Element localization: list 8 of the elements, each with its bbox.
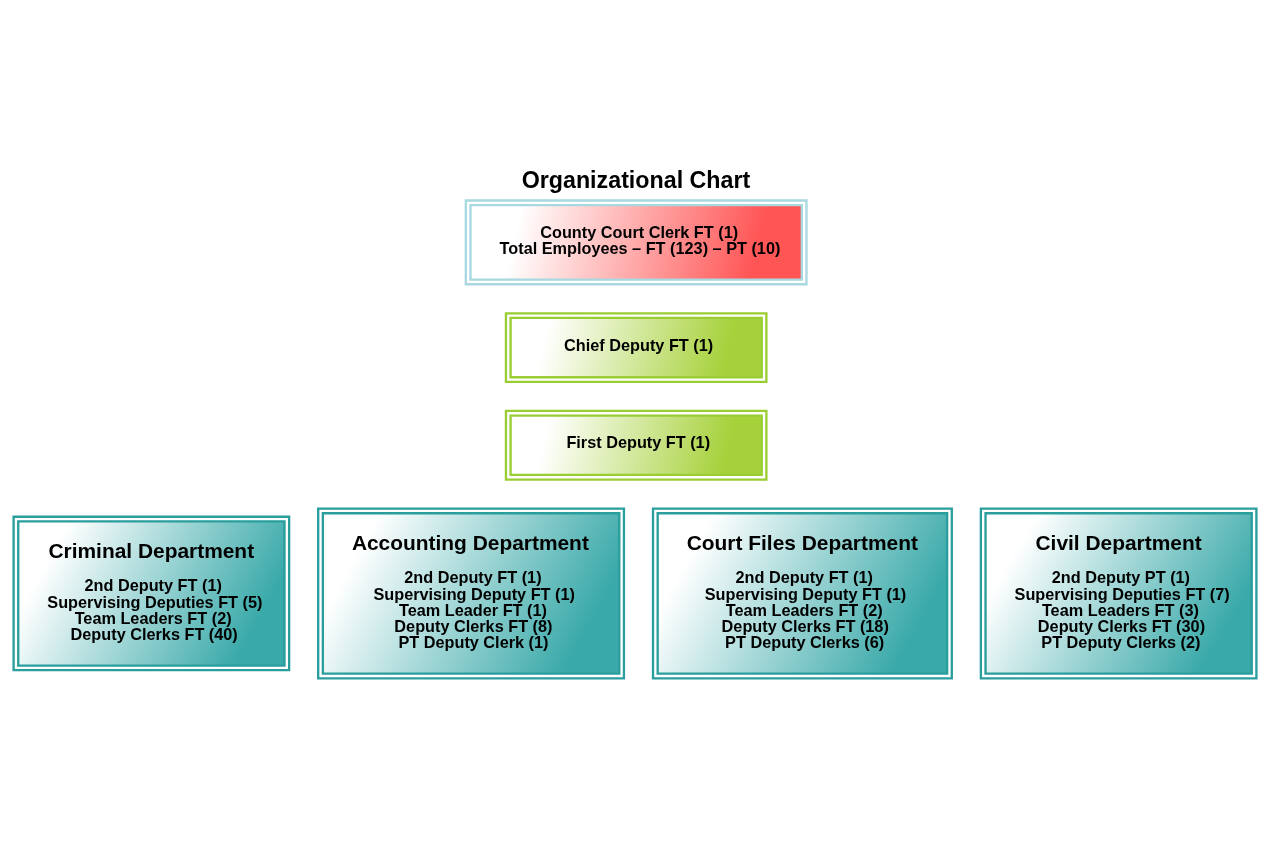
diagram-title: Organizational Chart bbox=[521, 166, 751, 193]
node-box: Chief Deputy FT (1) bbox=[504, 312, 768, 384]
node-box: First Deputy FT (1) bbox=[504, 409, 768, 481]
node-box: Civil Department 2nd Deputy PT (1) Supervising Deputies FT (7) Team Leaders FT (3) Deputy Clerks FT (30) PT Deputy Clerks (2) bbox=[979, 507, 1258, 680]
node-box: County Court Clerk FT (1) Total Employees – FT (123) – PT (10) bbox=[464, 199, 808, 286]
node-box: Accounting Department 2nd Deputy FT (1) Supervising Deputy FT (1) Team Leader FT (1) Deputy Clerks FT (8) PT Deputy Clerk (1) bbox=[317, 507, 626, 680]
node-box: Criminal Department 2nd Deputy FT (1) Supervising Deputies FT (5) Team Leaders FT (2) Deputy Clerks FT (40) bbox=[12, 515, 291, 672]
node-box: Court Files Department 2nd Deputy FT (1) Supervising Deputy FT (1) Team Leaders FT (2) Deputy Clerks FT (18) PT Deputy Clerks (6) bbox=[651, 507, 953, 680]
